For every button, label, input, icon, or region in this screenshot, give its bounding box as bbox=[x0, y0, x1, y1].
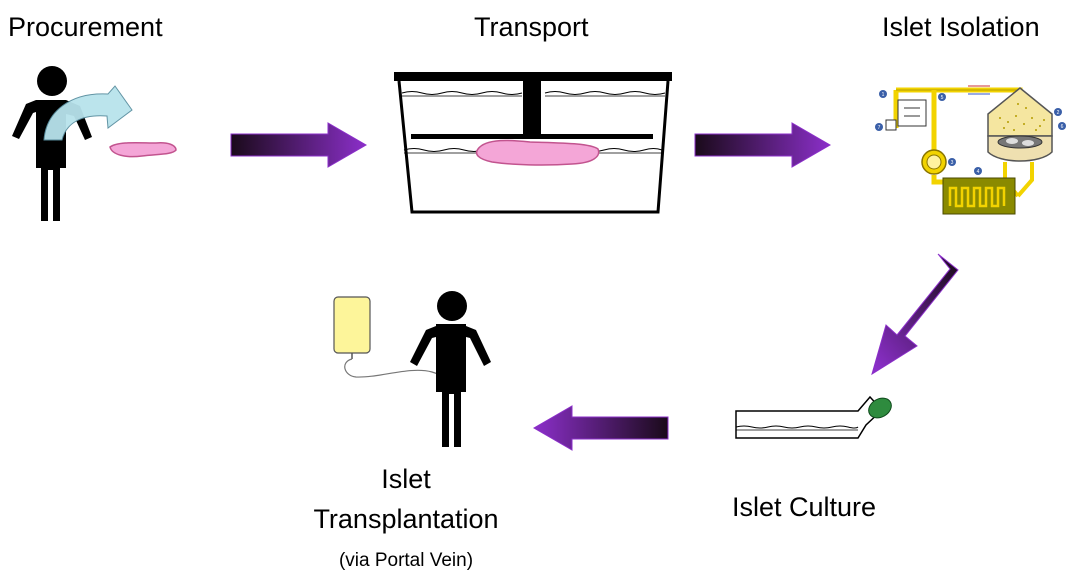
arrow-isolation-to-culture bbox=[871, 253, 959, 376]
transplantation-label-line1: Islet bbox=[381, 464, 431, 494]
svg-text:3: 3 bbox=[951, 160, 954, 166]
culture-flask-icon bbox=[735, 395, 892, 439]
procurement-label: Procurement bbox=[8, 12, 163, 42]
transport-container-icon bbox=[394, 72, 672, 214]
isolation-apparatus-icon: 1 2 3 4 5 6 7 bbox=[875, 85, 1066, 215]
svg-text:4: 4 bbox=[977, 169, 980, 175]
transplantation-label-line2: Transplantation bbox=[313, 504, 499, 534]
islet-culture-label: Islet Culture bbox=[732, 492, 877, 522]
pancreas-organ-icon bbox=[109, 141, 177, 158]
transplantation-route-note: (via Portal Vein) bbox=[338, 550, 474, 571]
svg-text:5: 5 bbox=[941, 95, 944, 101]
svg-text:6: 6 bbox=[1061, 124, 1064, 130]
isolation-step-markers: 1 2 3 4 5 6 7 bbox=[875, 90, 1066, 175]
arrow-procurement-to-transport bbox=[230, 122, 367, 168]
person-donor-icon bbox=[12, 66, 92, 221]
svg-text:1: 1 bbox=[882, 92, 885, 98]
arrow-transport-to-isolation bbox=[694, 122, 831, 168]
islet-isolation-label: Islet Isolation bbox=[882, 12, 1040, 42]
svg-text:7: 7 bbox=[878, 125, 881, 131]
recipient-with-iv-icon bbox=[333, 291, 491, 447]
transport-label: Transport bbox=[474, 12, 589, 42]
svg-text:2: 2 bbox=[1057, 110, 1060, 116]
arrow-culture-to-transplantation bbox=[533, 405, 669, 451]
curved-pointer-arrow-icon bbox=[43, 85, 133, 141]
